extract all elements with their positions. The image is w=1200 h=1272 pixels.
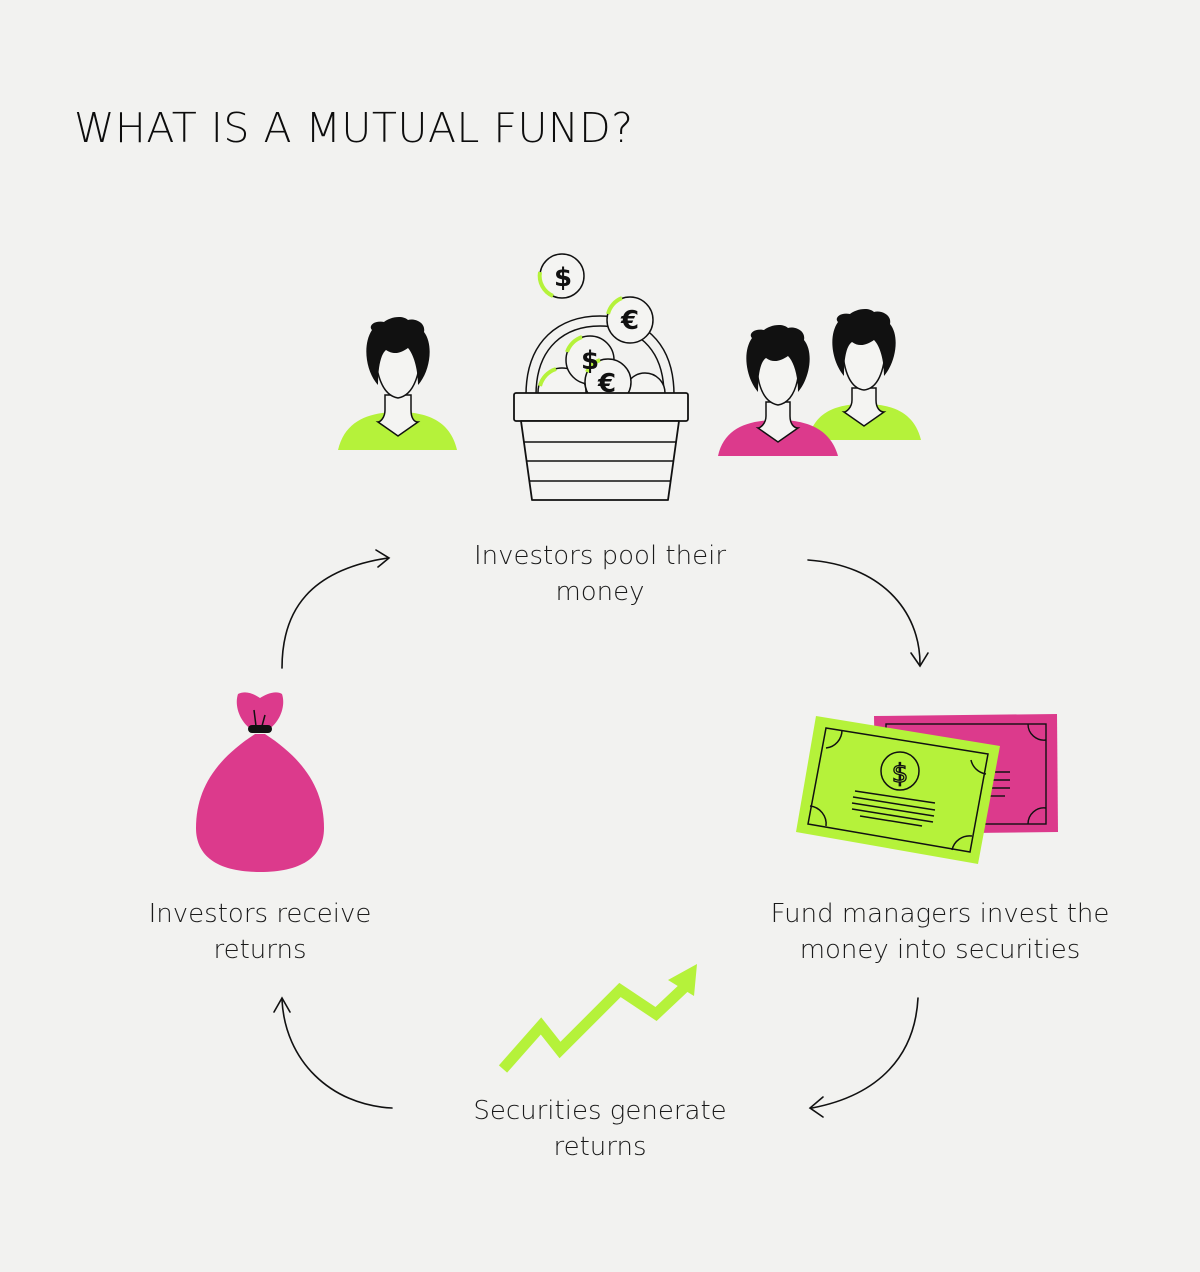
investor-group-icon [718, 308, 921, 456]
arrow-receive-to-pool [281, 557, 389, 669]
svg-text:$: $ [554, 263, 572, 293]
step-label-line: returns [553, 1132, 647, 1162]
arrow-pool-to-invest [807, 559, 921, 665]
page-title: WHAT IS A MUTUAL FUND? [74, 104, 634, 152]
step-label-line: Investors pool their [473, 541, 727, 571]
arrow-invest-to-generate [811, 997, 919, 1109]
arrow-generate-to-receive [281, 999, 393, 1109]
svg-text:€: € [597, 369, 616, 399]
money-bag-icon [196, 692, 324, 872]
step-label-receive: Investors receive returns [100, 896, 420, 968]
svg-text:$: $ [581, 346, 599, 376]
step-label-line: money [555, 577, 645, 607]
step-label-line: Investors receive [148, 899, 372, 929]
step-label-line: money into securities [799, 935, 1081, 965]
cycle-arrows [273, 549, 929, 1118]
svg-text:$: $ [892, 759, 909, 789]
step-label-pool: Investors pool their money [440, 538, 760, 610]
banknotes-icon: $ [796, 714, 1058, 864]
svg-text:€: € [620, 306, 639, 336]
step-label-line: returns [213, 935, 307, 965]
basket-icon: $ € € $ [513, 253, 689, 501]
step-label-invest: Fund managers invest the money into secu… [740, 896, 1140, 968]
step-label-line: Fund managers invest the [770, 899, 1110, 929]
step-label-generate: Securities generate returns [430, 1093, 770, 1165]
trend-up-arrow-icon [498, 964, 697, 1073]
step-label-line: Securities generate [473, 1096, 727, 1126]
investor-left-icon [338, 316, 457, 450]
